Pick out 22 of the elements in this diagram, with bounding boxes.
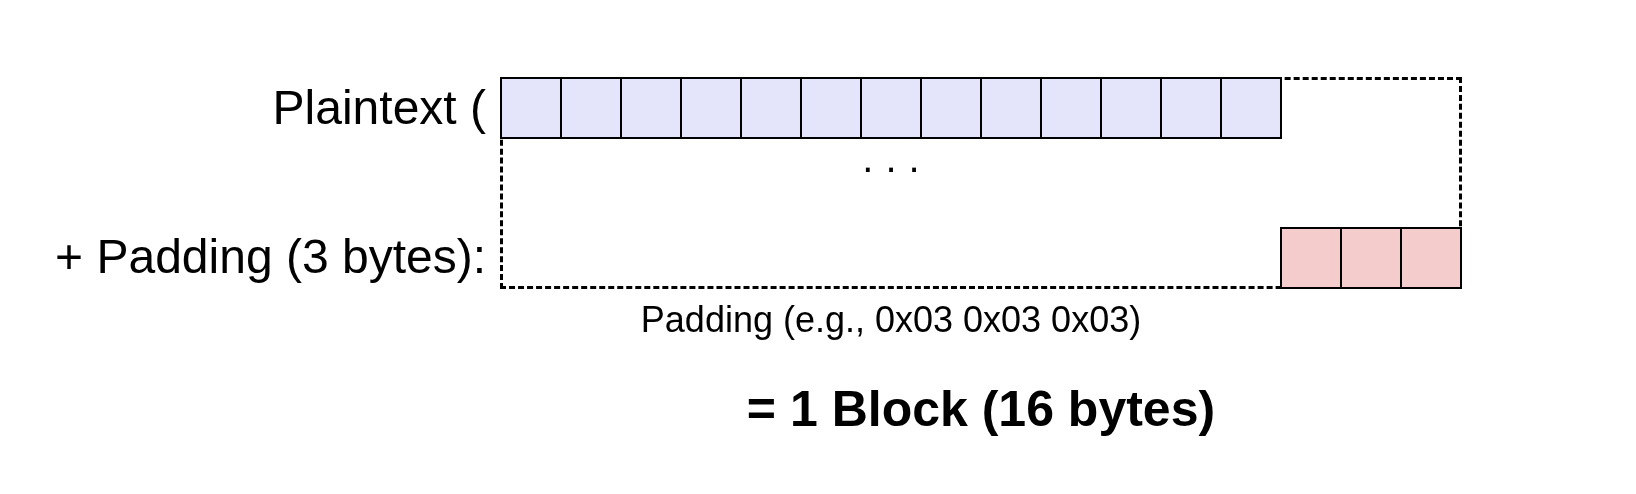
plaintext-byte-cell: [1100, 77, 1162, 139]
plaintext-byte-cell: [500, 77, 562, 139]
row-label: + Padding (3 bytes):: [55, 229, 486, 285]
plaintext-byte-cell: [860, 77, 922, 139]
plaintext-byte-cell: [620, 77, 682, 139]
row-label: Plaintext (: [272, 80, 486, 136]
plaintext-byte-cell: [980, 77, 1042, 139]
plaintext-byte-cell: [1040, 77, 1102, 139]
ellipsis: ...: [861, 135, 932, 181]
plaintext-byte-cell: [560, 77, 622, 139]
padding-byte-cell: [1400, 227, 1462, 289]
padding-byte-cell: [1340, 227, 1402, 289]
plaintext-byte-cell: [680, 77, 742, 139]
block-outline: [500, 77, 1462, 289]
plaintext-byte-cell: [1220, 77, 1282, 139]
plaintext-byte-cell: [740, 77, 802, 139]
padding-example-note: Padding (e.g., 0x03 0x03 0x03): [640, 299, 1142, 341]
plaintext-byte-cell: [920, 77, 982, 139]
block-size-caption: = 1 Block (16 bytes): [746, 381, 1216, 439]
padding-byte-cell: [1280, 227, 1342, 289]
plaintext-byte-cell: [1160, 77, 1222, 139]
plaintext-byte-cell: [800, 77, 862, 139]
